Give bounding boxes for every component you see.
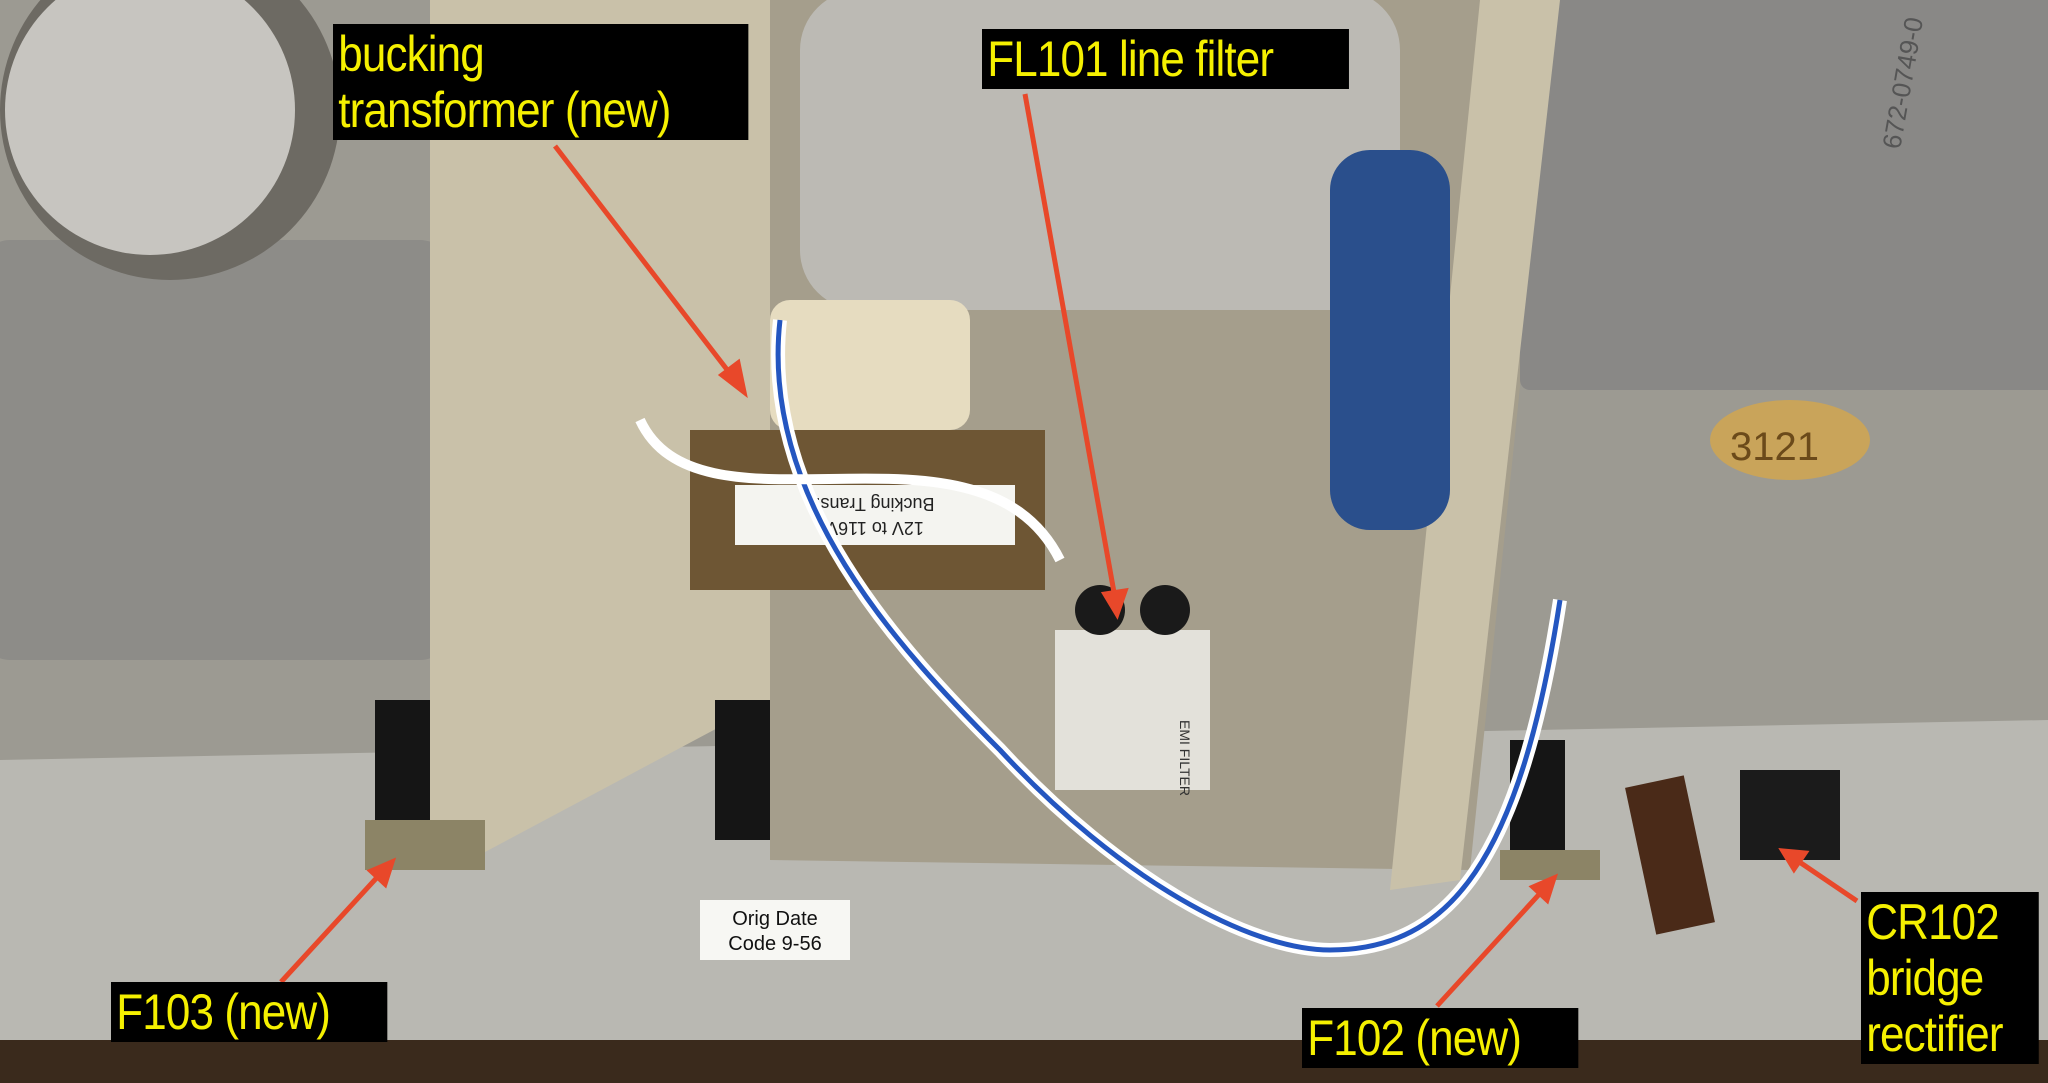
- annotation-line: CR102: [1866, 894, 1999, 950]
- arrow-f102-head: [1528, 873, 1559, 905]
- transformer-sticker-line1: 12V to 116V: [826, 518, 924, 538]
- arrow-bucking-head: [717, 358, 748, 399]
- capacitor-top: [5, 0, 295, 255]
- arrow-fl101: [1022, 93, 1118, 599]
- annotation-f102: F102 (new): [1302, 1008, 1579, 1068]
- annotation-arrows: [279, 93, 1859, 1008]
- date-tag-line2: Code 9-56: [728, 933, 821, 955]
- arrow-cr102: [1793, 856, 1859, 904]
- arrow-f102: [1435, 887, 1546, 1008]
- bridge-rectifier: [1740, 770, 1840, 860]
- date-code-tag: [700, 900, 850, 960]
- emi-filter: [1055, 630, 1210, 790]
- arrow-fl101-head: [1100, 587, 1129, 620]
- annotation-line: rectifier: [1866, 1006, 2003, 1062]
- annotation-fl101: FL101 line filter: [982, 29, 1349, 89]
- center-bracket: [430, 0, 770, 860]
- gray-box-right: [1520, 0, 2048, 390]
- annotation-cr102: CR102 bridge rectifier: [1861, 892, 2039, 1064]
- arrow-bucking: [553, 144, 737, 382]
- plate-number: 3121: [1730, 425, 1819, 469]
- fuse-holder: [715, 700, 770, 840]
- arrow-cr102-head: [1778, 848, 1810, 874]
- annotation-line: bucking: [338, 26, 484, 82]
- annotation-bucking-transformer: bucking transformer (new): [333, 24, 749, 140]
- annotation-line: transformer (new): [338, 82, 671, 138]
- transformer-sticker-line2: Bucking Trans.: [815, 494, 934, 514]
- filter-label: EMI FILTER: [1177, 720, 1193, 796]
- arrow-f103-head: [366, 857, 397, 889]
- date-tag-line1: Orig Date: [732, 908, 818, 930]
- gray-transformer-box: [0, 240, 450, 660]
- annotation-f103: F103 (new): [111, 982, 388, 1042]
- fuse-holder-f103: [375, 700, 430, 830]
- arrow-f103: [279, 870, 384, 984]
- annotation-line: bridge: [1866, 950, 1984, 1006]
